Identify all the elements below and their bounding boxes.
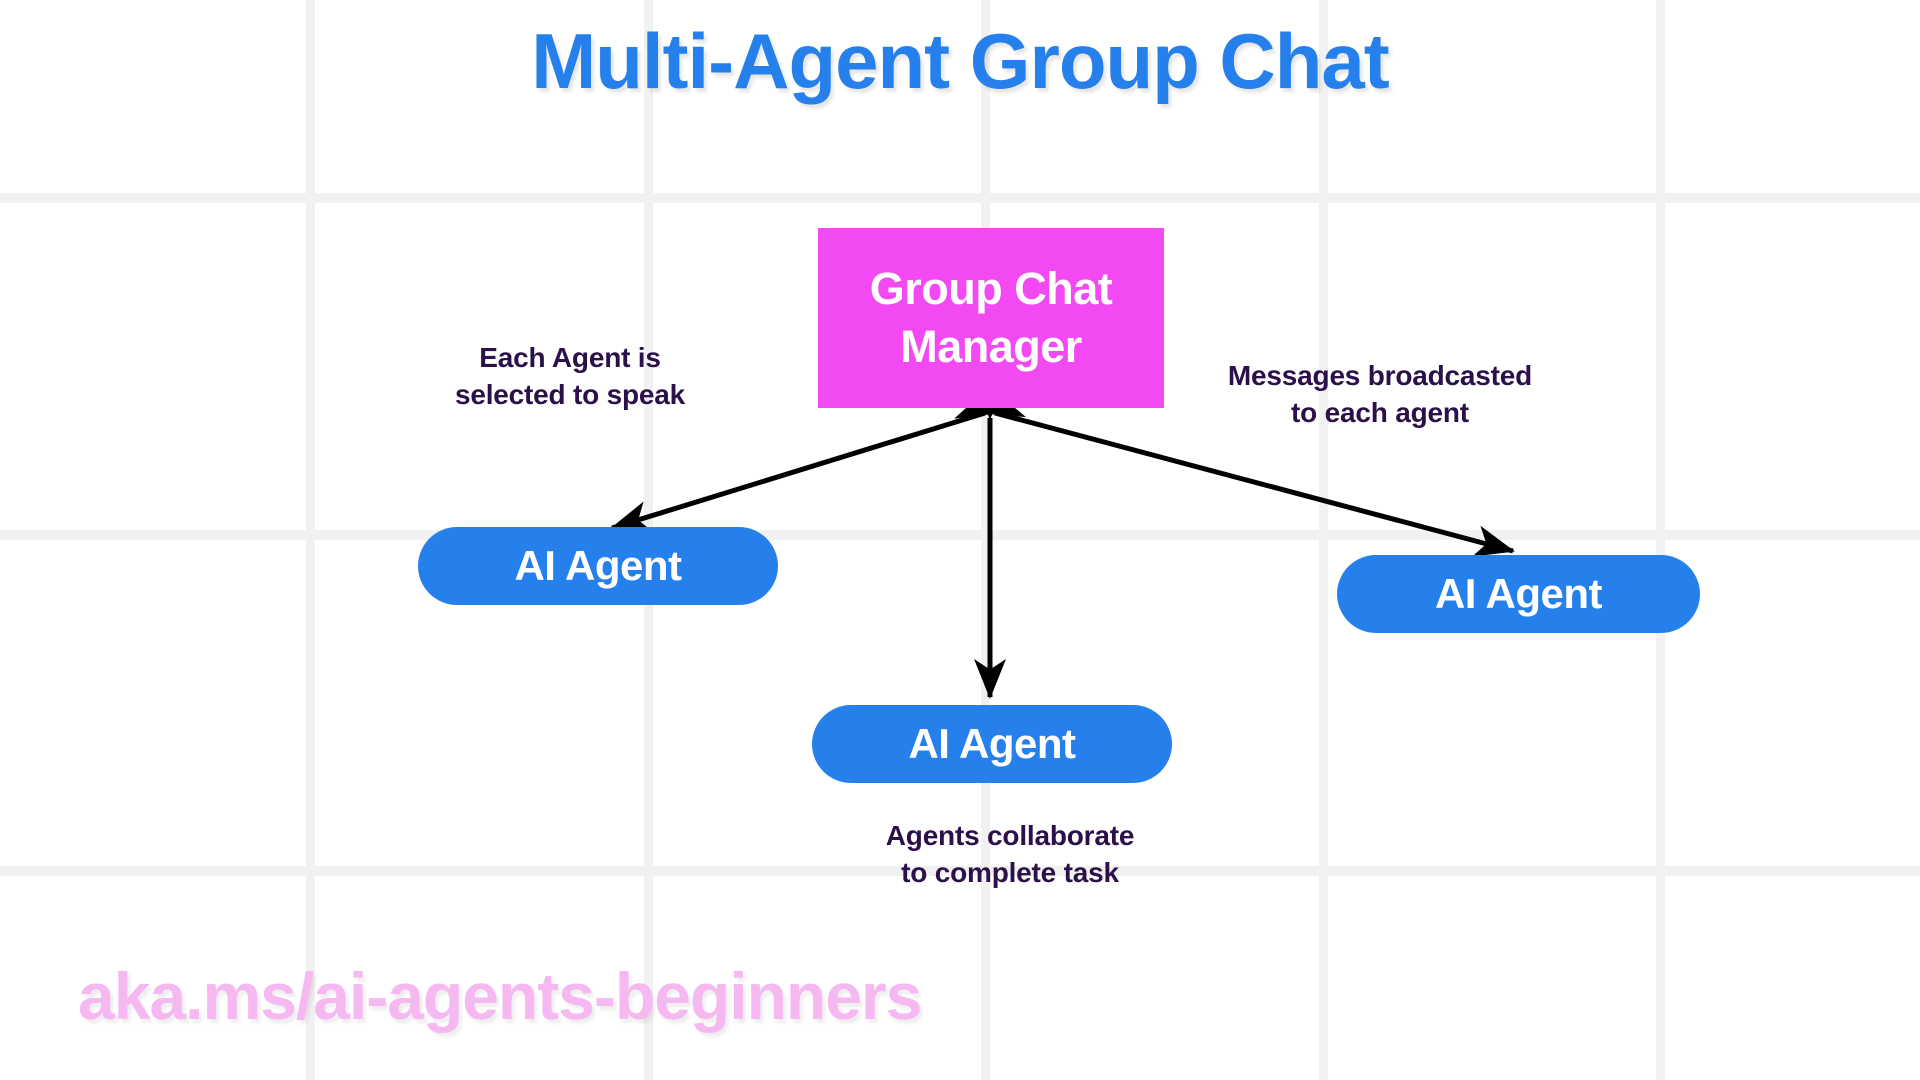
- caption-messages-broadcasted: Messages broadcasted to each agent: [1175, 358, 1585, 432]
- caption-bottom-line-1: Agents collaborate: [885, 820, 1135, 851]
- grid-line-vertical-4: [1656, 0, 1665, 1080]
- group-chat-manager-box[interactable]: Group Chat Manager: [818, 228, 1164, 408]
- ai-agent-bottom-node[interactable]: AI Agent: [812, 705, 1172, 783]
- caption-right-line-1: Messages broadcasted: [1227, 360, 1533, 391]
- watermark-url: aka.ms/ai-agents-beginners: [78, 959, 922, 1033]
- caption-right-line-2: to each agent: [1291, 396, 1469, 428]
- ai-agent-left-label: AI Agent: [514, 542, 682, 589]
- arrow-manager-to-left-agent: [610, 386, 1027, 533]
- caption-each-agent-selected: Each Agent is selected to speak: [420, 340, 720, 414]
- manager-title-line-1: Group Chat: [869, 263, 1113, 315]
- caption-left-line-2: selected to speak: [454, 378, 686, 410]
- page-title: Multi-Agent Group Chat: [531, 17, 1390, 105]
- ai-agent-right-label: AI Agent: [1434, 570, 1603, 617]
- grid-line-horizontal-0: [0, 193, 1920, 203]
- caption-left-line-1: Each Agent is: [479, 342, 661, 373]
- ai-agent-left-node[interactable]: AI Agent: [418, 527, 778, 605]
- grid-line-vertical-2: [981, 0, 990, 1080]
- grid-line-vertical-0: [306, 0, 315, 1080]
- caption-agents-collaborate: Agents collaborate to complete task: [835, 818, 1185, 892]
- manager-title-line-2: Manager: [900, 321, 1082, 372]
- caption-bottom-line-2: to complete task: [901, 856, 1119, 888]
- arrow-manager-to-right-agent: [954, 387, 1515, 557]
- ai-agent-bottom-label: AI Agent: [908, 720, 1076, 767]
- grid-line-horizontal-1: [0, 530, 1920, 540]
- ai-agent-right-node[interactable]: AI Agent: [1337, 555, 1700, 633]
- grid-line-vertical-3: [1319, 0, 1328, 1080]
